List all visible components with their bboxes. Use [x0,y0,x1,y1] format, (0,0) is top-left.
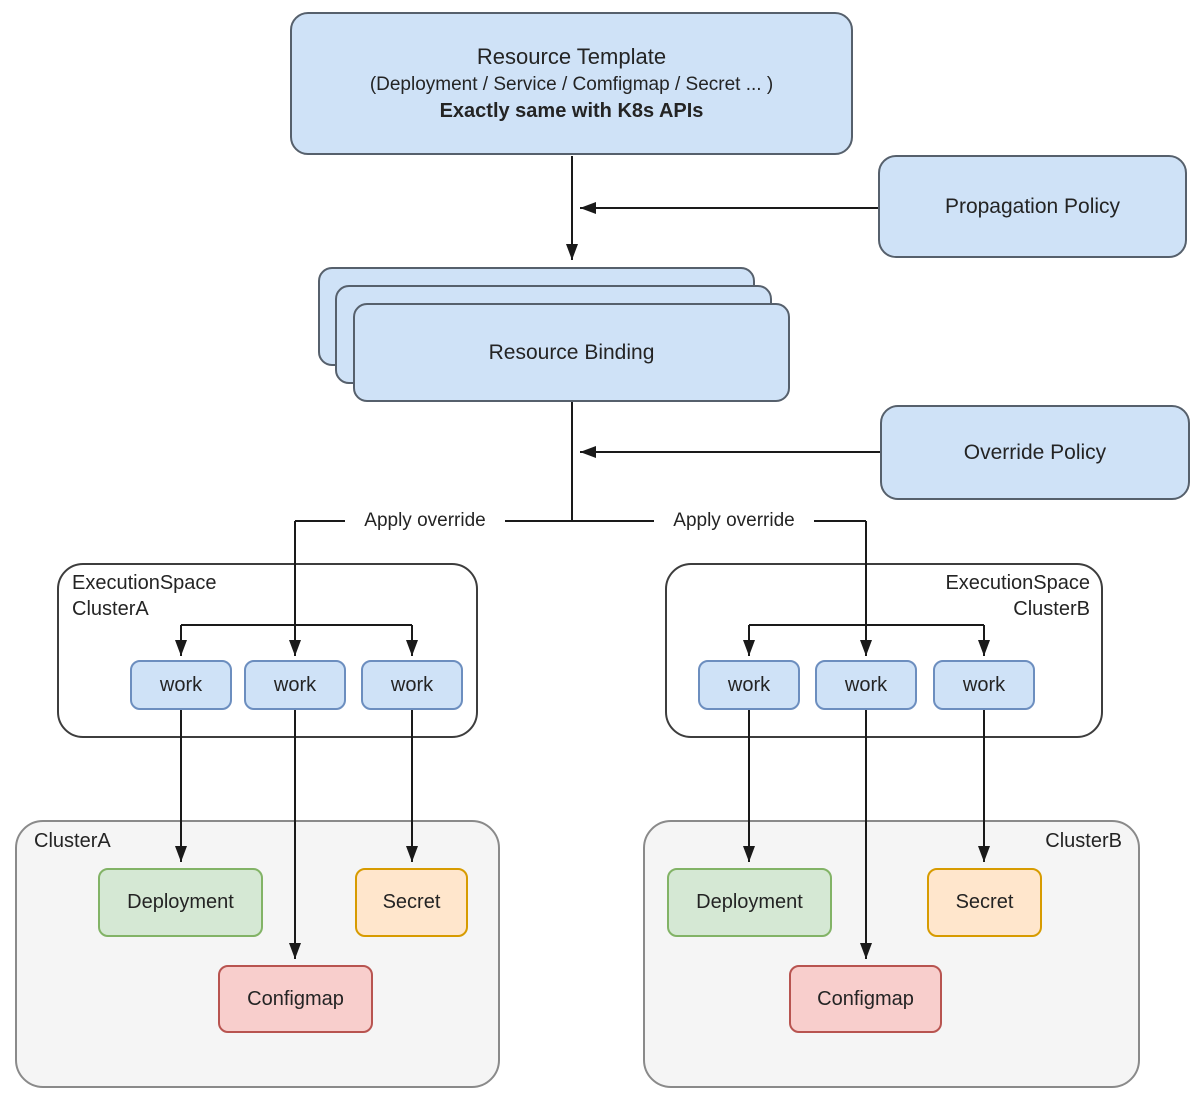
node-override-policy: Override Policy [880,405,1190,500]
node-work-a3: work [361,660,463,710]
node-work-b2: work [815,660,917,710]
execution-space-b-frame [665,563,1103,738]
node-resource-template: Resource Template (Deployment / Service … [290,12,853,155]
cluster-b-box [643,820,1140,1088]
node-deployment-b: Deployment [667,868,832,937]
resource-binding-label: Resource Binding [488,340,655,364]
execution-space-a-frame [57,563,478,738]
edge-label-apply-override-left: Apply override [345,510,505,532]
node-work-b3: work [933,660,1035,710]
execution-space-b-label: ExecutionSpace ClusterB [945,570,1090,622]
cluster-a-label: ClusterA [34,830,111,852]
node-configmap-b: Configmap [789,965,942,1033]
cluster-b-label: ClusterB [1045,830,1122,852]
node-secret-b: Secret [927,868,1042,937]
cluster-a-box [15,820,500,1088]
node-resource-binding: Resource Binding [353,303,790,402]
node-secret-a: Secret [355,868,468,937]
execution-space-a-title: ExecutionSpace [72,572,217,594]
node-configmap-a: Configmap [218,965,373,1033]
resource-template-subtitle: (Deployment / Service / Comfigmap / Secr… [369,74,774,96]
node-propagation-policy: Propagation Policy [878,155,1187,258]
override-policy-label: Override Policy [963,440,1107,464]
propagation-policy-label: Propagation Policy [944,194,1121,218]
node-deployment-a: Deployment [98,868,263,937]
execution-space-b-cluster: ClusterB [1013,598,1090,620]
resource-template-title: Resource Template [476,44,667,70]
node-work-a2: work [244,660,346,710]
resource-template-note: Exactly same with K8s APIs [439,99,704,122]
execution-space-a-cluster: ClusterA [72,598,149,620]
edge-label-apply-override-right: Apply override [654,510,814,532]
execution-space-a-label: ExecutionSpace ClusterA [72,570,217,622]
node-work-b1: work [698,660,800,710]
node-work-a1: work [130,660,232,710]
execution-space-b-title: ExecutionSpace [945,572,1090,594]
